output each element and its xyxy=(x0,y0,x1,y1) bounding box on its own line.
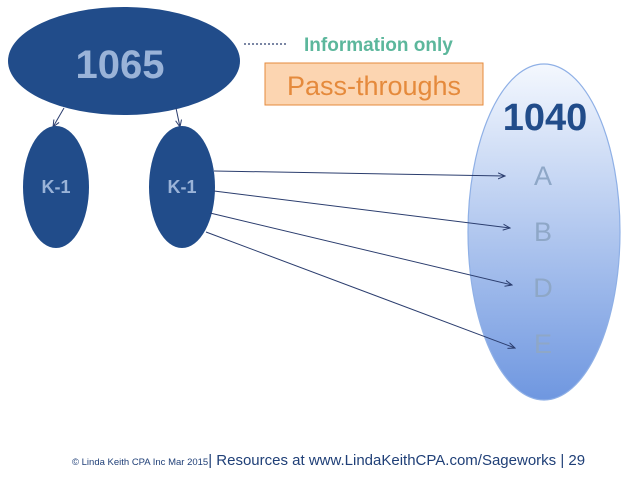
k1-left-ellipse xyxy=(23,126,89,248)
schedule-b-label: B xyxy=(534,217,552,247)
schedule-e-label: E xyxy=(534,329,552,359)
slide-footer: © Linda Keith CPA Inc Mar 2015| Resource… xyxy=(72,452,585,470)
k1-right-ellipse xyxy=(149,126,215,248)
arrow-k1-to-schedule-a xyxy=(213,170,505,176)
pass-throughs-label: Pass-throughs xyxy=(287,71,461,101)
copyright-text: © Linda Keith CPA Inc Mar 2015 xyxy=(72,457,209,468)
schedule-d-label: D xyxy=(533,273,553,303)
resources-text: | Resources at www.LindaKeithCPA.com/Sag… xyxy=(208,452,586,469)
arrow-k1-to-schedule-b xyxy=(213,190,510,228)
form-1065-label: 1065 xyxy=(76,43,165,87)
form-1040-ellipse xyxy=(467,63,621,401)
arrow-k1-to-schedule-e xyxy=(205,231,515,348)
pass-throughs-box xyxy=(264,62,484,106)
arrow-1065-to-k1-right xyxy=(176,107,180,127)
k1-right-label: K-1 xyxy=(167,177,196,197)
form-1040-label: 1040 xyxy=(503,97,588,139)
schedule-a-label: A xyxy=(534,161,552,191)
information-only-label: Information only xyxy=(304,35,453,56)
k1-left-label: K-1 xyxy=(41,177,70,197)
arrow-k1-to-schedule-d xyxy=(209,212,512,285)
form-1065-ellipse xyxy=(8,7,240,115)
arrow-1065-to-k1-left xyxy=(53,107,65,127)
